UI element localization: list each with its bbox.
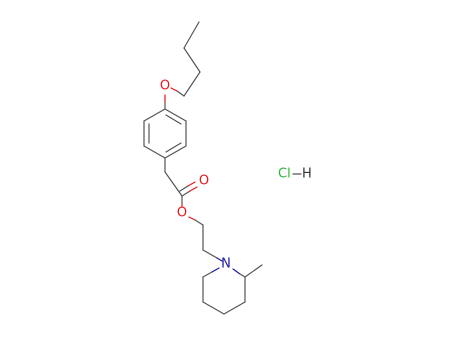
piperidine-ring [202,264,263,315]
bond [164,171,183,197]
bond [232,268,241,275]
bond [202,249,218,259]
amine-nitrogen-label: N [221,257,231,272]
hydrochloride-salt: Cl H [278,167,312,182]
chlorine-label: Cl [278,167,291,182]
hydrogen-label: H [302,167,312,182]
ester-oxygen-label: O [177,206,187,221]
bond [164,145,187,159]
carbonyl-oxygen-label: O [199,174,209,189]
bond [239,273,246,278]
bond [211,267,220,273]
bond [165,114,182,125]
bond [176,90,185,97]
bond [183,21,200,49]
bond [170,87,178,92]
ether-oxygen-label: O [160,79,170,94]
bond [183,47,201,73]
bond [181,190,191,197]
bond [194,219,204,226]
bond [188,216,196,221]
bond [223,301,246,315]
bond [202,271,213,278]
bond [179,185,189,192]
benzene-ring [143,108,187,159]
bond [187,181,196,187]
bond [164,108,187,122]
bond [143,108,166,122]
butyl-chain [170,21,201,97]
bond [202,301,225,315]
bond [165,142,182,153]
bond [244,264,263,278]
bond [216,257,223,262]
bond [143,145,166,159]
bond [183,71,201,97]
bond [189,186,198,192]
